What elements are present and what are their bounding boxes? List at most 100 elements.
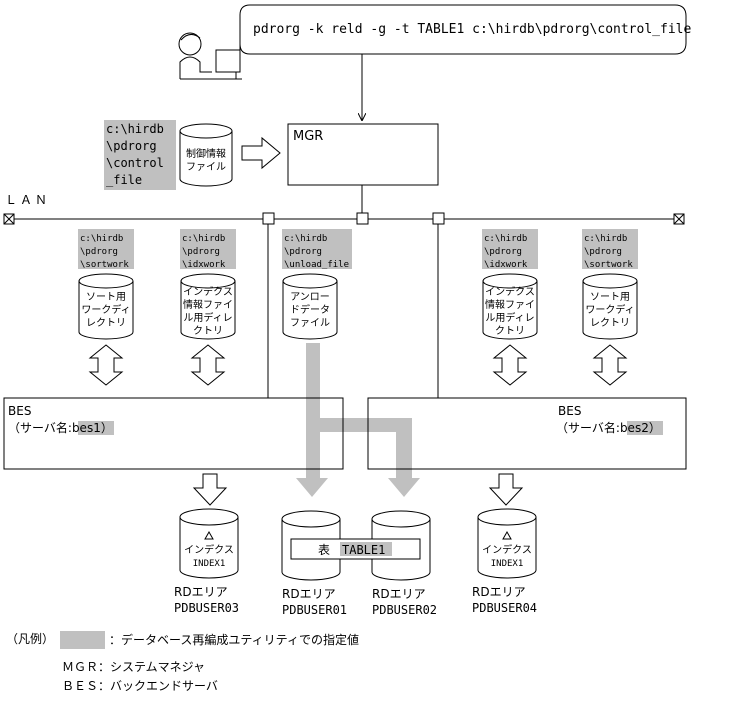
control-path-line-2: \pdrorg (106, 139, 157, 153)
bes2-box: BES （サーバ名:bes2） (367, 397, 687, 470)
dir-path-line: c:\hirdb (584, 234, 627, 244)
table-name: TABLE1 (342, 543, 385, 557)
rd-area-3-line2: PDBUSER02 (372, 603, 437, 617)
dir-label-line: クトリ (495, 325, 525, 337)
unload-flow-arrow (296, 343, 420, 497)
directory-groups: c:\hirdb\pdrorg\sortworkソート用ワークディレクトリc:\… (78, 229, 638, 386)
mgr-box: MGR (287, 123, 439, 186)
dir-path-line: c:\hirdb (80, 234, 123, 244)
dir-path-line: \sortwork (80, 260, 129, 270)
lan-line (3, 212, 685, 398)
dir-cylinder (180, 281, 236, 340)
dir-cylinder (582, 281, 638, 340)
mgr-label: MGR (293, 129, 323, 144)
dir-label-line: ファイル (290, 318, 330, 329)
dir-path-line: \idxwork (182, 260, 226, 270)
dir-label-line: ル用ディレ (485, 311, 534, 324)
rd-area-labels: RDエリア PDBUSER03 RDエリア PDBUSER01 RDエリア PD… (174, 585, 537, 617)
index-label-2: INDEX1 (491, 559, 524, 569)
control-file-label-2: ファイル (186, 162, 226, 173)
control-file-cylinder: 制御情報 ファイル (179, 123, 233, 187)
dir-label-line: レクトリ (86, 317, 126, 329)
bes1-box: BES （サーバ名:bes1） (3, 397, 344, 470)
index-triangle-icon (502, 530, 512, 540)
dir-label-line: インデクス (485, 285, 535, 298)
bes2-down-arrow-icon (488, 473, 524, 506)
legend-bes: ＢＥＳ：バックエンドサーバ (62, 679, 218, 693)
dir-label-line: 情報ファイ (485, 298, 535, 311)
dir-path-line: \idxwork (484, 260, 528, 270)
rd-area-1-line1: RDエリア (174, 585, 228, 599)
control-file-path: c:\hirdb \pdrorg \control _file (104, 120, 176, 190)
index-triangle-icon (204, 530, 214, 540)
command-bubble: pdrorg -k reld -g -t TABLE1 c:\hirdb\pdr… (239, 4, 691, 58)
bes1-down-arrow-icon (192, 473, 228, 506)
control-path-line-4: _file (106, 173, 142, 187)
lan-node-bes1 (262, 212, 275, 225)
dir-label-line: ドデータ (290, 303, 330, 316)
rd-area-4-line1: RDエリア (472, 585, 526, 599)
double-arrow-icon (492, 344, 528, 386)
rd-area-2-line1: RDエリア (282, 587, 336, 601)
control-path-line-3: \control (106, 156, 164, 170)
control-file-label-1: 制御情報 (186, 147, 226, 160)
dir-path-line: \pdrorg (182, 247, 220, 257)
dir-path-line: \pdrorg (584, 247, 622, 257)
dir-cylinder (482, 281, 538, 340)
control-path-line-1: c:\hirdb (106, 122, 164, 136)
dir-label-line: クトリ (193, 325, 223, 337)
legend: （凡例） ：データベース再編成ユティリティでの指定値 ＭＧＲ：システムマネジャ … (6, 631, 359, 693)
dir-label-line: ワークディ (81, 303, 130, 316)
arrow-to-mgr-icon (241, 136, 281, 170)
dir-label-line: 情報ファイ (183, 298, 233, 311)
bes2-title: BES (558, 404, 581, 418)
dir-label-line: ソート用 (590, 292, 630, 303)
dir-path-line: \sortwork (584, 260, 633, 270)
index-label-1: インデクス (482, 543, 532, 556)
directory-group-4: c:\hirdb \pdrorg \idxwork インデクス情報ファイル用ディレクト… (482, 229, 538, 386)
lan-node-mgr (356, 212, 369, 225)
rd-area-3-line1: RDエリア (372, 587, 426, 601)
dir-path-line: c:\hirdb (484, 234, 527, 244)
dir-cylinder (282, 281, 338, 340)
table-box: 表 TABLE1 (290, 538, 421, 560)
rd-area-1-line2: PDBUSER03 (174, 601, 239, 615)
bes1-title: BES (8, 404, 31, 418)
dir-path-line: \pdrorg (484, 247, 522, 257)
index-cylinder-pdbuser04: インデクス INDEX1 (477, 508, 537, 579)
legend-title: （凡例） (6, 632, 54, 646)
legend-highlight-swatch (60, 631, 105, 649)
dir-path-line: c:\hirdb (182, 234, 225, 244)
lan-node-bes2 (432, 212, 445, 225)
bes1-server-prefix: （サーバ名: (8, 420, 72, 435)
dir-path-line: \unload_file (284, 260, 349, 270)
dir-label-line: インデクス (183, 285, 233, 298)
dir-path-line: \pdrorg (284, 247, 322, 257)
dir-path-line: \pdrorg (80, 247, 118, 257)
table-prefix: 表 (318, 543, 330, 557)
operator-icon (178, 32, 242, 80)
dir-path-line: c:\hirdb (284, 234, 327, 244)
lan-label: ＬＡＮ (5, 193, 50, 207)
index-cylinder-pdbuser03: インデクス INDEX1 (179, 508, 239, 579)
dir-cylinder (78, 281, 134, 340)
dir-label-line: アンロー (290, 292, 330, 303)
bes2-server-prefix: （サーバ名: (556, 420, 620, 435)
dir-label-line: ソート用 (86, 292, 126, 303)
index-label-1: インデクス (184, 543, 234, 556)
index-label-2: INDEX1 (193, 559, 226, 569)
legend-mgr: ＭＧＲ：システムマネジャ (62, 660, 205, 674)
directory-group-2: c:\hirdb \pdrorg \idxwork インデクス情報ファイル用ディレクト… (180, 229, 236, 386)
dir-label-line: ワークディ (585, 303, 634, 316)
double-arrow-icon (592, 344, 628, 386)
legend-highlight-desc: ：データベース再編成ユティリティでの指定値 (109, 632, 359, 647)
double-arrow-icon (190, 344, 226, 386)
dir-label-line: レクトリ (590, 317, 630, 329)
rd-area-4-line2: PDBUSER04 (472, 601, 537, 615)
rd-area-2-line2: PDBUSER01 (282, 603, 347, 617)
dir-label-line: ル用ディレ (183, 311, 232, 324)
